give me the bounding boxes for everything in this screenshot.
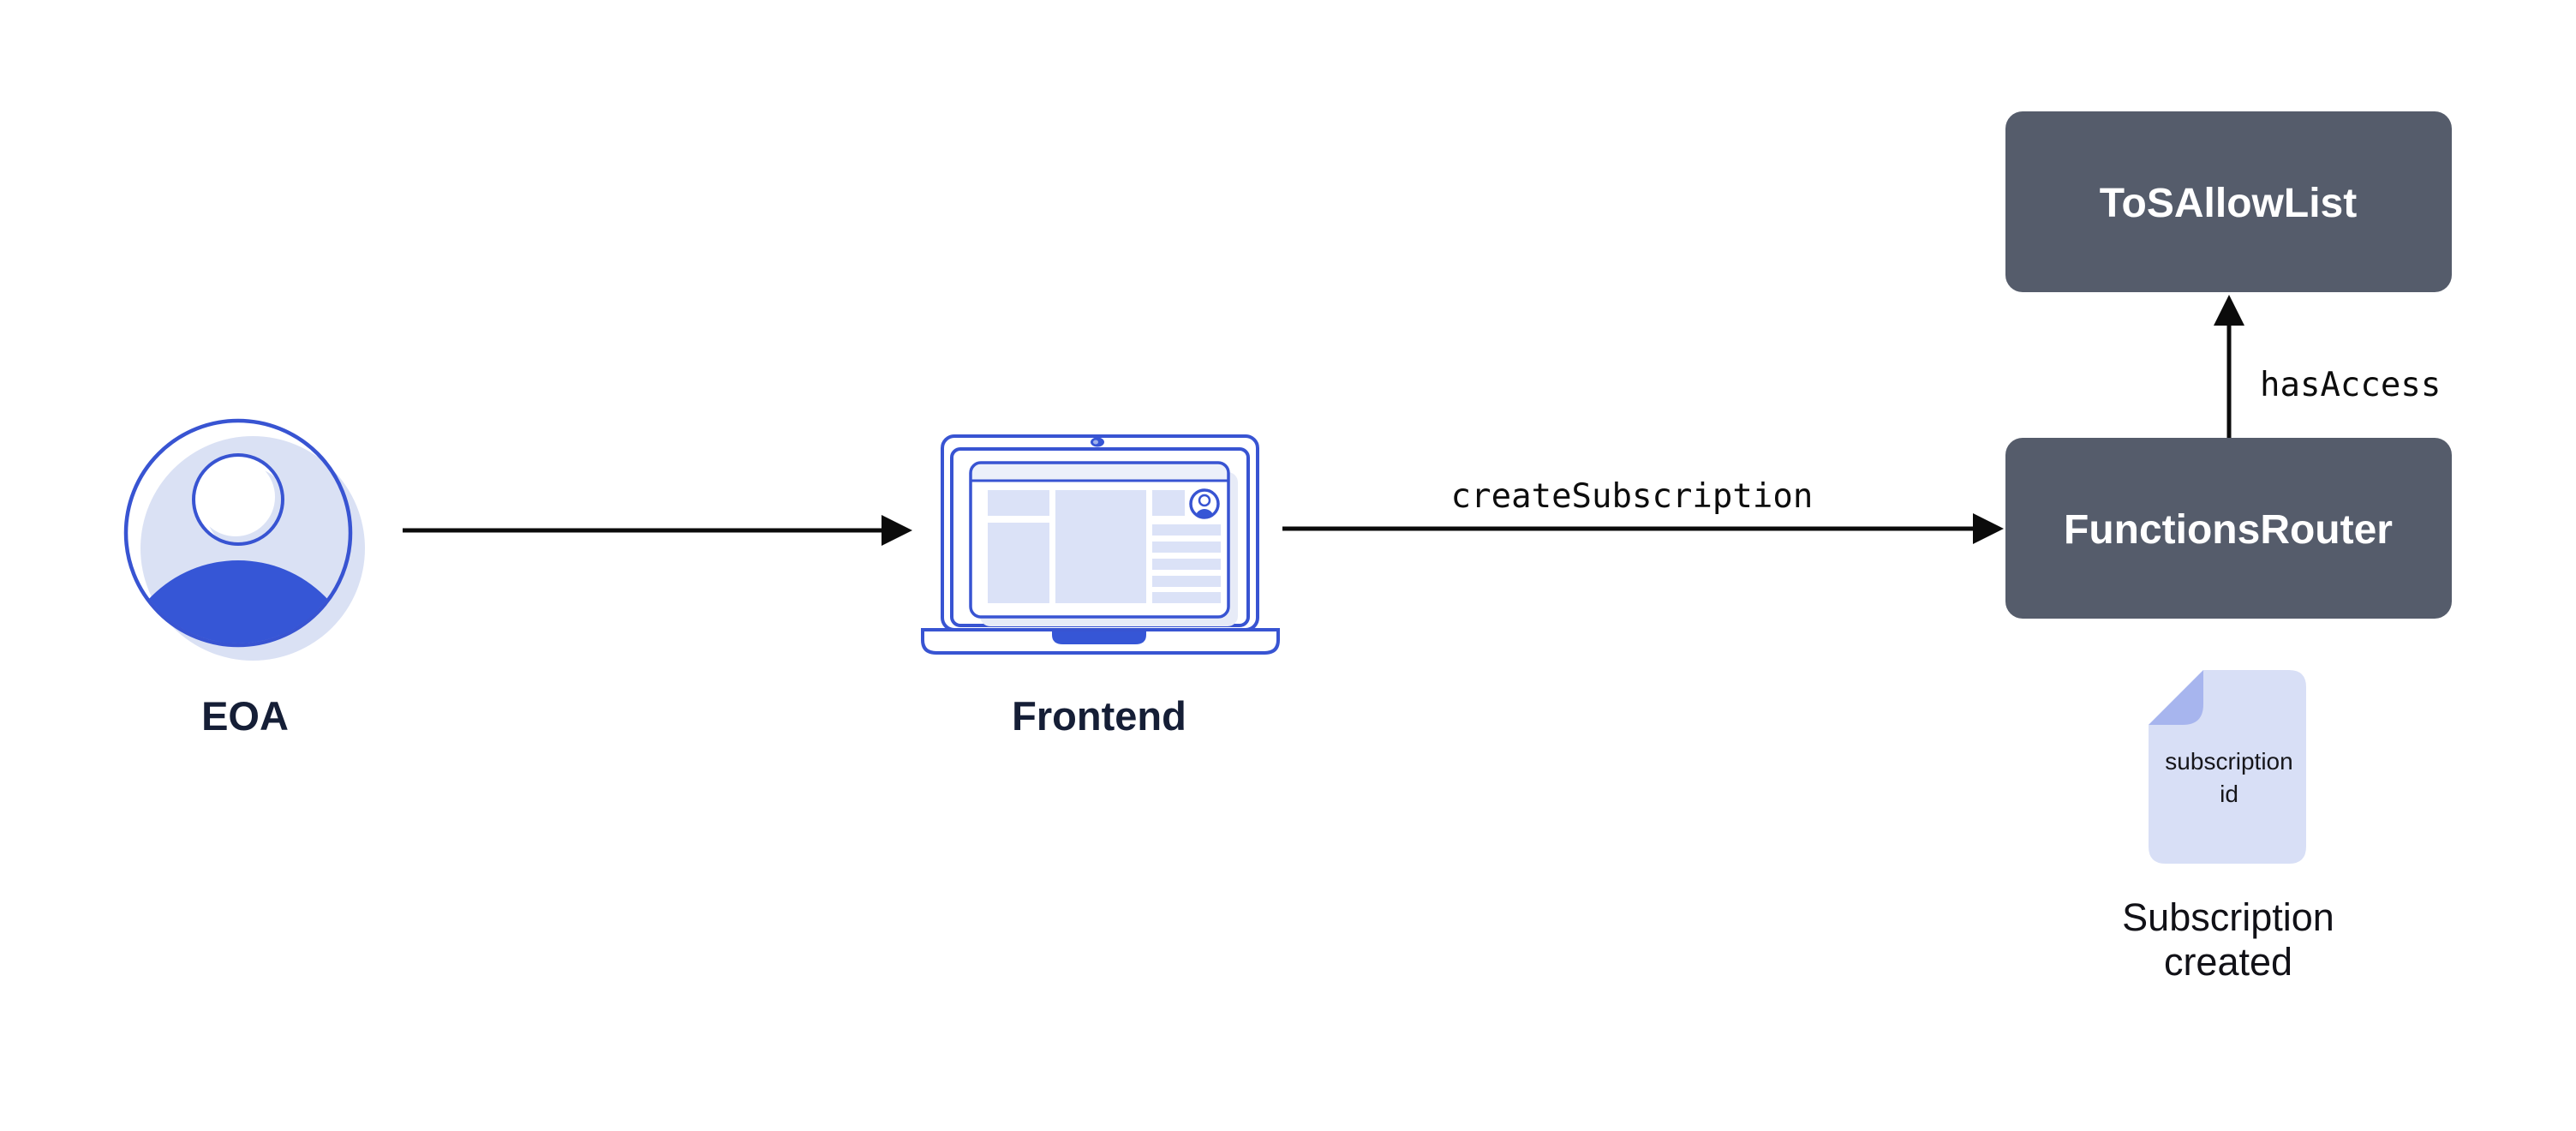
document-fold-corner: [2149, 670, 2203, 725]
doc-text-line2: id: [2220, 781, 2238, 807]
browser-header: [971, 463, 1228, 481]
laptop-base-notch: [1052, 631, 1146, 644]
tos-allow-list-label: ToSAllowList: [2100, 181, 2357, 226]
avatar-outer-circle: [123, 418, 353, 648]
document-icon: subscription id: [2149, 670, 2306, 864]
functions-router-box: [2005, 438, 2452, 619]
avatar-body: [128, 560, 349, 643]
laptop-icon: [921, 434, 1280, 655]
content-bar: [1152, 559, 1221, 570]
edge-router-to-allowlist: hasAccess: [2214, 295, 2441, 438]
has-access-label: hasAccess: [2260, 366, 2441, 404]
eoa-label: EOA: [201, 693, 289, 739]
arrowhead-right-icon: [882, 515, 912, 546]
node-eoa: EOA: [123, 418, 365, 739]
content-block: [988, 490, 1049, 516]
node-tos-allow-list: ToSAllowList: [2005, 111, 2452, 292]
create-subscription-label: createSubscription: [1451, 477, 1814, 516]
tos-allow-list-box: [2005, 111, 2452, 292]
content-block: [1152, 490, 1185, 516]
content-bar: [1152, 542, 1221, 553]
arrowhead-right-icon: [1973, 513, 2004, 544]
browser-content-blocks: [988, 490, 1221, 603]
content-bar: [1152, 524, 1221, 536]
content-bar: [1152, 576, 1221, 587]
edge-frontend-to-router: createSubscription: [1282, 477, 2004, 544]
content-block: [988, 523, 1049, 603]
laptop-base: [921, 628, 1280, 655]
mini-avatar-head: [1198, 494, 1211, 507]
webcam-lens: [1093, 440, 1098, 445]
subscription-created-caption-line1: Subscription: [2122, 895, 2334, 939]
node-functions-router: FunctionsRouter: [2005, 438, 2452, 619]
node-frontend: Frontend: [921, 434, 1280, 739]
frontend-label: Frontend: [1012, 693, 1186, 739]
edge-eoa-to-frontend: [403, 515, 912, 546]
arrowhead-up-icon: [2214, 295, 2244, 326]
content-bar: [1152, 592, 1221, 603]
node-subscription-doc: subscription id Subscription created: [2122, 670, 2334, 984]
doc-text-line1: subscription: [2165, 748, 2292, 775]
subscription-created-caption-line2: created: [2164, 940, 2292, 984]
browser-outline: [969, 461, 1230, 619]
avatar-head-face: [196, 458, 275, 536]
functions-router-label: FunctionsRouter: [2064, 507, 2393, 553]
mini-avatar-ring: [1189, 488, 1220, 519]
content-block: [1055, 490, 1146, 603]
avatar-head-ring: [192, 453, 284, 546]
mini-avatar-body: [1195, 509, 1214, 518]
browser-user-avatar-icon: [1189, 488, 1220, 519]
user-avatar-icon: [123, 418, 365, 661]
